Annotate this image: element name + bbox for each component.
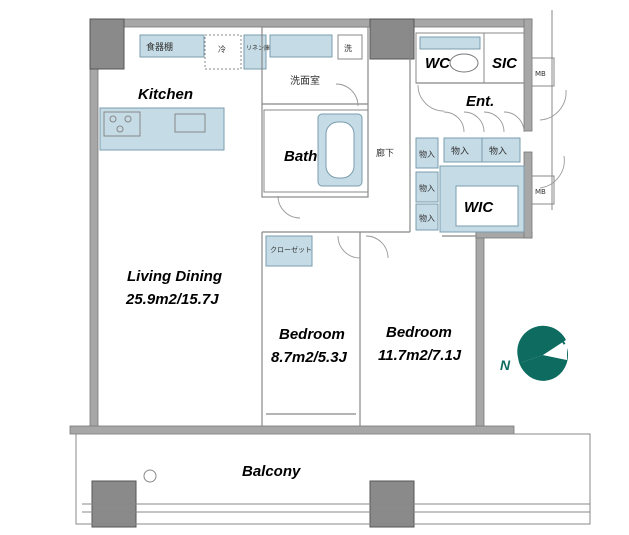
dishwasher-label: 食器棚: [146, 41, 173, 53]
balcony: [75, 433, 591, 525]
burner-icon: [116, 125, 124, 133]
washer-label: 洗: [344, 43, 352, 53]
closet-label: クローゼット: [270, 245, 312, 254]
mb-box-top: [531, 57, 555, 87]
north-label: N: [500, 357, 511, 373]
living-label-line2: 25.9m2/15.7J: [125, 291, 219, 308]
cooktop: [103, 111, 141, 137]
entrance-label: Ent.: [466, 93, 494, 110]
washroom-label: 洗面室: [290, 74, 320, 87]
column-top-left: [89, 18, 125, 70]
kitchen-label: Kitchen: [138, 86, 193, 103]
bedroom2-label-line2: 11.7m2/7.1J: [378, 347, 462, 364]
storage-b-label: 物入: [489, 145, 507, 157]
storage-a-label: 物入: [451, 145, 469, 157]
storage-d: [415, 171, 439, 203]
toilet-icon: [449, 53, 479, 73]
north-compass-icon: [517, 325, 568, 381]
storage-c-label: 物入: [419, 149, 435, 159]
exterior-walls: [69, 18, 533, 435]
mb-top-label: MB: [535, 70, 546, 78]
bedroom1-label-line2: 8.7m2/5.3J: [271, 349, 348, 366]
sic-label: SIC: [492, 55, 518, 72]
wic-label: WIC: [464, 199, 494, 216]
storage-c: [415, 137, 439, 169]
wc-label: WC: [425, 55, 451, 72]
fridge-space: [204, 34, 242, 70]
fridge-label: 冷: [218, 44, 226, 54]
storage-e-label: 物入: [419, 213, 435, 223]
linen-label: リネン庫: [246, 44, 270, 52]
wc-counter: [419, 36, 481, 50]
living-label-line1: Living Dining: [127, 268, 222, 285]
kitchen-cabinet: [139, 34, 205, 58]
sink: [174, 113, 206, 133]
washroom-counter: [269, 34, 333, 58]
linen-cabinet: [243, 34, 267, 70]
mb-box-bottom: [531, 175, 555, 205]
corridor-label: 廊下: [376, 147, 394, 159]
burner-icon: [124, 115, 132, 123]
column-top-mid: [369, 18, 415, 60]
washer-space: [337, 34, 363, 60]
balcony-label: Balcony: [242, 463, 301, 480]
bedroom1-label-line1: Bedroom: [279, 326, 345, 343]
bathtub-inner: [325, 121, 355, 179]
storage-e: [415, 203, 439, 231]
storage-b: [481, 137, 521, 163]
door-swings: [277, 83, 567, 259]
burner-icon: [109, 115, 117, 123]
closet: [265, 235, 313, 267]
bath-label: Bath: [284, 148, 317, 165]
mb-bottom-label: MB: [535, 188, 546, 196]
storage-d-label: 物入: [419, 183, 435, 193]
interior-walls: [261, 26, 524, 426]
kitchen-island: [99, 107, 225, 151]
bedroom2-label-line1: Bedroom: [386, 324, 452, 341]
wic-inner: [455, 185, 519, 227]
